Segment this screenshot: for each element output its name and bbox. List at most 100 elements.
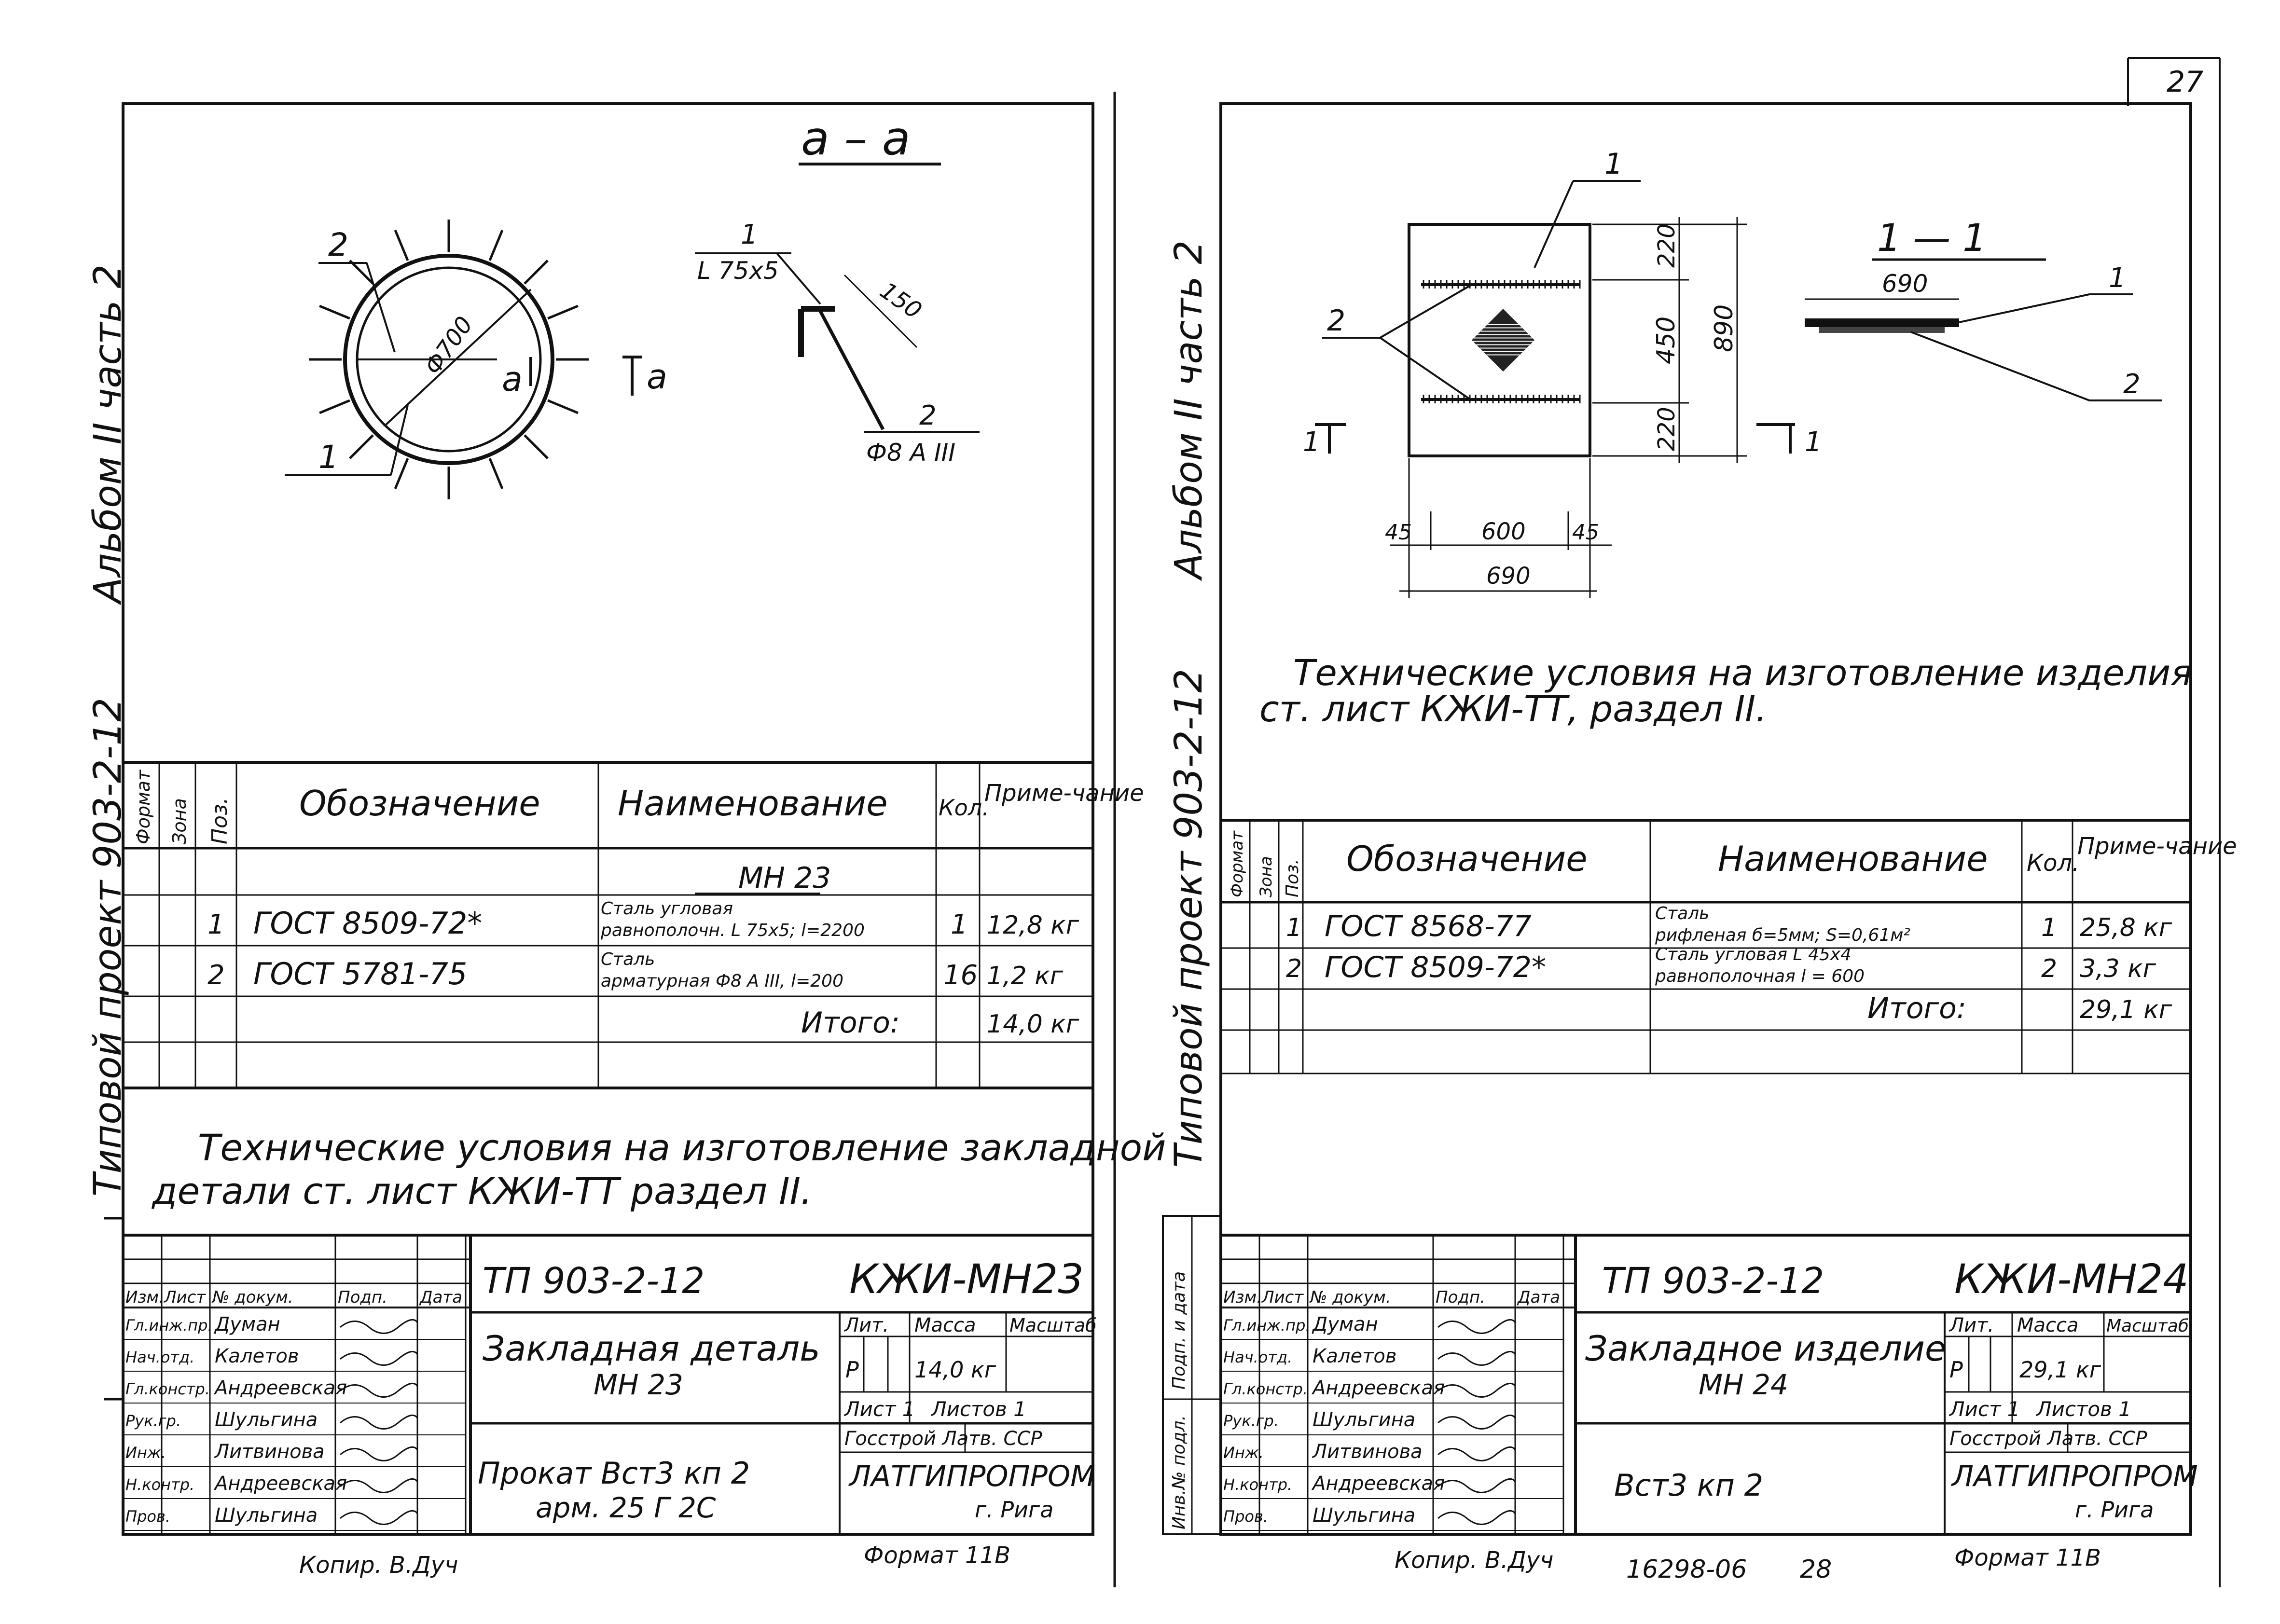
anchor-bars (309, 220, 589, 499)
stamp-role: Пров. (1223, 1507, 1268, 1526)
checker-pattern (1472, 309, 1534, 372)
total-value: 14,0 кг (987, 1010, 1079, 1039)
anchor-bar (524, 434, 549, 459)
cut-label-right: 1 (1805, 427, 1822, 458)
stamp-person: Андреевская (1311, 1473, 1445, 1495)
stamp-mass-h: Масса (2017, 1314, 2079, 1336)
signature (340, 1319, 418, 1334)
anchor-bar (488, 230, 504, 261)
ring-plan-view: Ф700 а а 2 1 (285, 220, 667, 499)
anchor-bar (488, 458, 504, 489)
left-frame (122, 102, 1094, 1536)
header-pos: Поз. (1283, 859, 1302, 897)
left-spec-table: Формат Зона Поз. Обозначение Наименовани… (123, 761, 1144, 1089)
left-side-project: Типовой проект 903-2-12 (86, 698, 130, 1197)
plate-outline (1408, 223, 1591, 457)
section-dim-690: 690 (1882, 270, 1928, 298)
stamp-sheets: Листов 1 (2035, 1397, 2131, 1421)
checker-diamond (1472, 309, 1534, 372)
stamp-role: Гл.инж.пр. (1223, 1316, 1311, 1335)
anchor-bar (524, 260, 549, 285)
stamp-lit-h: Лит. (1948, 1314, 1994, 1336)
bar-profile (818, 310, 885, 430)
right-spec-table: Формат Зона Поз. Обозначение Наименовани… (1221, 819, 2237, 1074)
dim-220-bottom: 220 (1653, 407, 1680, 451)
stamp-role: Н.контр. (125, 1475, 194, 1494)
section-plate (1805, 318, 1959, 327)
row2-qty: 2 (2041, 954, 2057, 983)
stamp-person: Литвинова (214, 1441, 325, 1463)
signature (1437, 1382, 1516, 1398)
total-label: Итого: (801, 1006, 900, 1040)
section-callout-2b: 2 (2123, 369, 2141, 400)
stamp-org-2: ЛАТГИПРОПРОМ (1951, 1459, 2198, 1493)
signature (1437, 1478, 1516, 1493)
anchor-bar (319, 304, 350, 320)
stamp-col-header: № докум. (1309, 1288, 1391, 1307)
stamp-sheets: Листов 1 (930, 1397, 1026, 1421)
signature (1437, 1319, 1516, 1334)
ring-cut-mark: а (502, 359, 523, 399)
header-zone: Зона (1257, 856, 1276, 897)
stamp-mass-h: Масса (914, 1314, 976, 1336)
stamp-material-2: арм. 25 Г 2С (536, 1491, 716, 1524)
header-name: Наименование (618, 783, 888, 824)
archive-number: 16298-06 (1626, 1555, 1747, 1584)
side-stamp-sign: Подп. и дата (1169, 1271, 1189, 1390)
plate-callout-1: 1 (1604, 147, 1623, 181)
row1-pos: 1 (207, 909, 225, 940)
dim-890: 890 (1710, 304, 1739, 352)
stamp-col-header: Дата (1517, 1288, 1560, 1307)
stamp-role: Гл.инж.пр. (125, 1316, 213, 1335)
left-side-album: Альбом II часть 2 (86, 264, 130, 606)
signature (1437, 1350, 1516, 1366)
header-note: Приме-чание (2077, 833, 2237, 860)
stamp-col-header: Дата (419, 1288, 462, 1307)
total-value: 29,1 кг (2080, 995, 2172, 1024)
stamp-code: ТП 903-2-12 (1602, 1260, 1824, 1302)
header-pos: Поз. (207, 798, 232, 844)
stamp-title-2: МН 23 (594, 1368, 683, 1401)
right-format-label: Формат 11В (1954, 1544, 2101, 1571)
leader (776, 252, 821, 305)
anchor-bar (547, 304, 579, 320)
stamp-mark: КЖИ-МН24 (1954, 1255, 2189, 1303)
stamp-material-1: Прокат Вст3 кп 2 (478, 1456, 750, 1491)
stamp-code: ТП 903-2-12 (483, 1260, 705, 1302)
stamp-person: Думан (214, 1313, 280, 1335)
right-tech-text-2: ст. лист КЖИ-ТТ, раздел II. (1259, 688, 1767, 730)
right-copy-label: Копир. В.Дуч (1395, 1547, 1553, 1574)
stamp-scale-h: Масштаб (2106, 1316, 2189, 1336)
header-designation: Обозначение (299, 783, 540, 824)
right-side-album: Альбом II часть 2 (1167, 240, 1211, 581)
stamp-role: Н.контр. (1223, 1475, 1292, 1494)
plate-callout-2: 2 (1327, 304, 1345, 338)
row2-name1: Сталь угловая L 45x4 (1655, 945, 1852, 964)
signature (1437, 1446, 1516, 1461)
row1-qty: 1 (951, 909, 968, 940)
row2-pos: 2 (1286, 954, 1302, 983)
dim-220-top: 220 (1653, 223, 1680, 268)
stamp-person: Шульгина (1313, 1409, 1415, 1431)
left-copy-label: Копир. В.Дуч (299, 1552, 458, 1579)
stamp-role: Гл.констр. (1223, 1380, 1308, 1398)
dim-150-line (843, 274, 918, 348)
dim-690: 690 (1486, 563, 1531, 590)
row1-note: 25,8 кг (2080, 913, 2172, 942)
stamp-org-2: ЛАТГИПРОПРОМ (848, 1459, 1095, 1493)
row1-name2: равнополочн. L 75x5; l=2200 (600, 921, 865, 940)
header-format: Формат (1228, 830, 1247, 897)
header-zone: Зона (169, 798, 190, 844)
anchor-bar (349, 434, 374, 459)
angle-profile (798, 306, 835, 357)
stamp-person: Думан (1312, 1313, 1378, 1335)
stamp-col-header: № докум. (211, 1288, 293, 1307)
section-angles (1819, 327, 1945, 333)
stamp-role: Нач.отд. (1223, 1348, 1292, 1366)
total-label: Итого: (1867, 991, 1966, 1025)
anchor-bar (349, 260, 374, 285)
stamp-person: Шульгина (1313, 1504, 1415, 1527)
stamp-title-2: МН 24 (1699, 1368, 1788, 1401)
